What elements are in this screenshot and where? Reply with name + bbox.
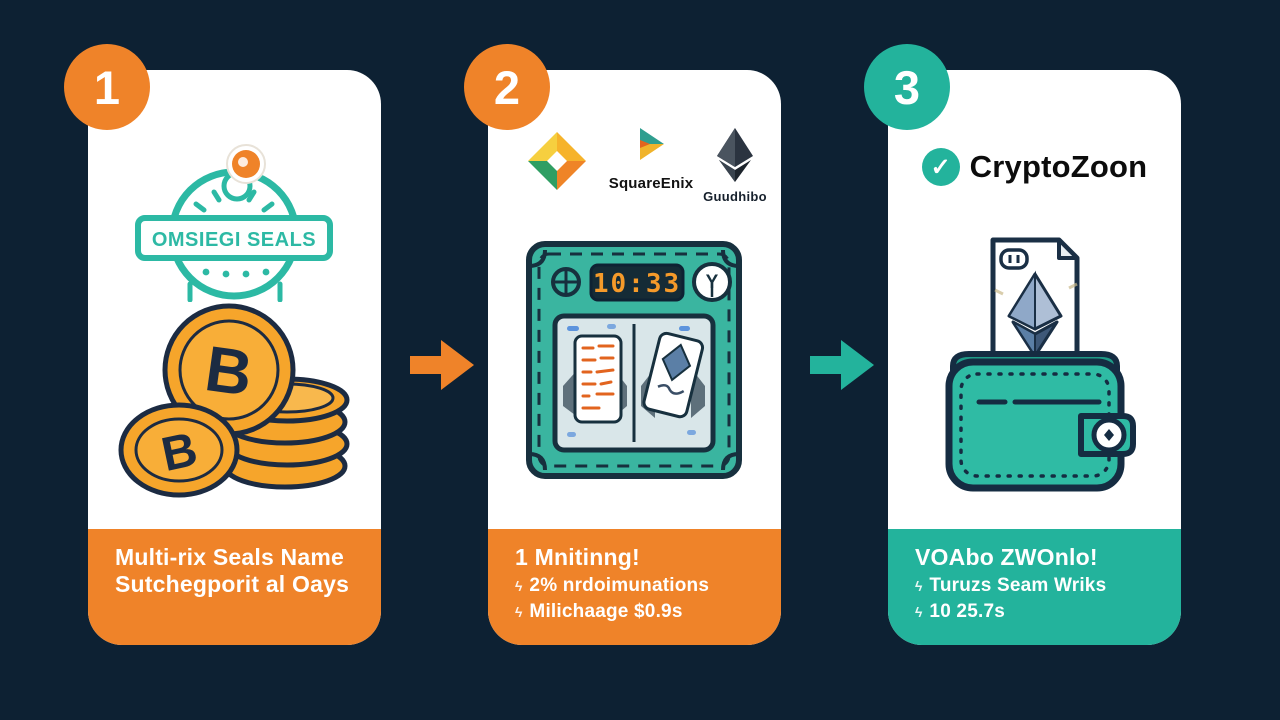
step-number-2: 2 <box>493 60 521 114</box>
step-3-bullet-2-text: 10 25.7s <box>929 601 1005 623</box>
machine-display-value: 10:33 <box>593 269 681 299</box>
step-number-badge-2: 2 <box>464 44 550 130</box>
mining-machine-illustration: 10:33 Y <box>519 236 749 493</box>
ethereum-diamond-icon <box>717 128 753 182</box>
step-3-bullet-2: ϟ 10 25.7s <box>915 601 1165 623</box>
check-circle-icon: ✓ <box>921 148 960 186</box>
wallet-with-document-icon <box>945 237 1136 492</box>
cryptozoon-header: ✓ CryptoZoon <box>888 148 1181 186</box>
step-card-2: 2 SquareEnix <box>464 44 781 645</box>
step-2-bullet-2-text: Milichaage $0.9s <box>529 601 683 623</box>
big-coin-symbol: B <box>201 332 257 410</box>
step-1-caption-line1: Multi-rix Seals Name <box>115 544 344 570</box>
play-triangle-icon <box>640 128 664 160</box>
machine-dial-letter: Y <box>706 272 719 293</box>
wallet-illustration <box>931 230 1139 503</box>
arrow-step2-to-step3 <box>808 330 878 400</box>
step-3-bullet-1: ϟ Turuzs Seam Wriks <box>915 575 1165 597</box>
spark-bullet-icon: ϟ <box>515 578 523 595</box>
seal-stamp-illustration: OMSIEGI SEALS <box>134 142 334 307</box>
step-3-caption-band: VOAbo ZWOnlo! ϟ Turuzs Seam Wriks ϟ 10 2… <box>888 529 1181 645</box>
ethereum-logo: Guudhibo <box>700 126 770 204</box>
spark-bullet-icon: ϟ <box>915 604 923 621</box>
right-arrow-icon <box>410 340 474 390</box>
check-icon: ✓ <box>930 153 951 181</box>
seal-stamp-icon: OMSIEGI SEALS <box>135 144 333 303</box>
step-1-caption-band: Multi-rix Seals Name Sutchegporit al Oay… <box>88 529 381 645</box>
step-2-bullet-2: ϟ Milichaage $0.9s <box>515 601 765 623</box>
platform-logos-row: SquareEnix Guudhibo <box>488 126 781 218</box>
step-number-badge-3: 3 <box>864 44 950 130</box>
cryptozoon-title: CryptoZoon <box>969 149 1148 184</box>
step-2-bullet-1: ϟ 2% nrdoimunations <box>515 575 765 597</box>
step-1-caption-line2: Sutchegporit al Oays <box>115 571 350 598</box>
arrow-step1-to-step2 <box>408 330 478 400</box>
right-arrow-icon <box>810 340 874 390</box>
ethereum-label: Guudhibo <box>703 189 767 204</box>
step-2-caption-band: 1 Mnitinng! ϟ 2% nrdoimunations ϟ Milich… <box>488 529 781 645</box>
mining-machine-icon: 10:33 Y <box>526 241 742 479</box>
step-card-3: 3 ✓ CryptoZoon <box>864 44 1181 645</box>
step-number-badge-1: 1 <box>64 44 150 130</box>
step-number-3: 3 <box>893 60 921 114</box>
bitcoin-coins-icon: B B <box>118 303 350 498</box>
bitcoin-coins-illustration: B B <box>117 298 352 508</box>
square-enix-label: SquareEnix <box>608 175 694 192</box>
step-2-caption-title: 1 Mnitinng! <box>515 544 640 570</box>
square-enix-logo: SquareEnix <box>606 126 696 192</box>
step-3-caption-title: VOAbo ZWOnlo! <box>915 544 1098 570</box>
seal-text: OMSIEGI SEALS <box>152 229 316 251</box>
step-3-bullet-1-text: Turuzs Seam Wriks <box>929 575 1107 597</box>
gem-diamond-icon <box>528 132 586 190</box>
step-2-bullet-1-text: 2% nrdoimunations <box>529 575 710 597</box>
step-card-1: 1 OMSIEGI SEALS <box>64 44 381 645</box>
gem-logo <box>526 130 588 197</box>
spark-bullet-icon: ϟ <box>515 604 523 621</box>
spark-bullet-icon: ϟ <box>915 578 923 595</box>
step-number-1: 1 <box>93 60 121 114</box>
